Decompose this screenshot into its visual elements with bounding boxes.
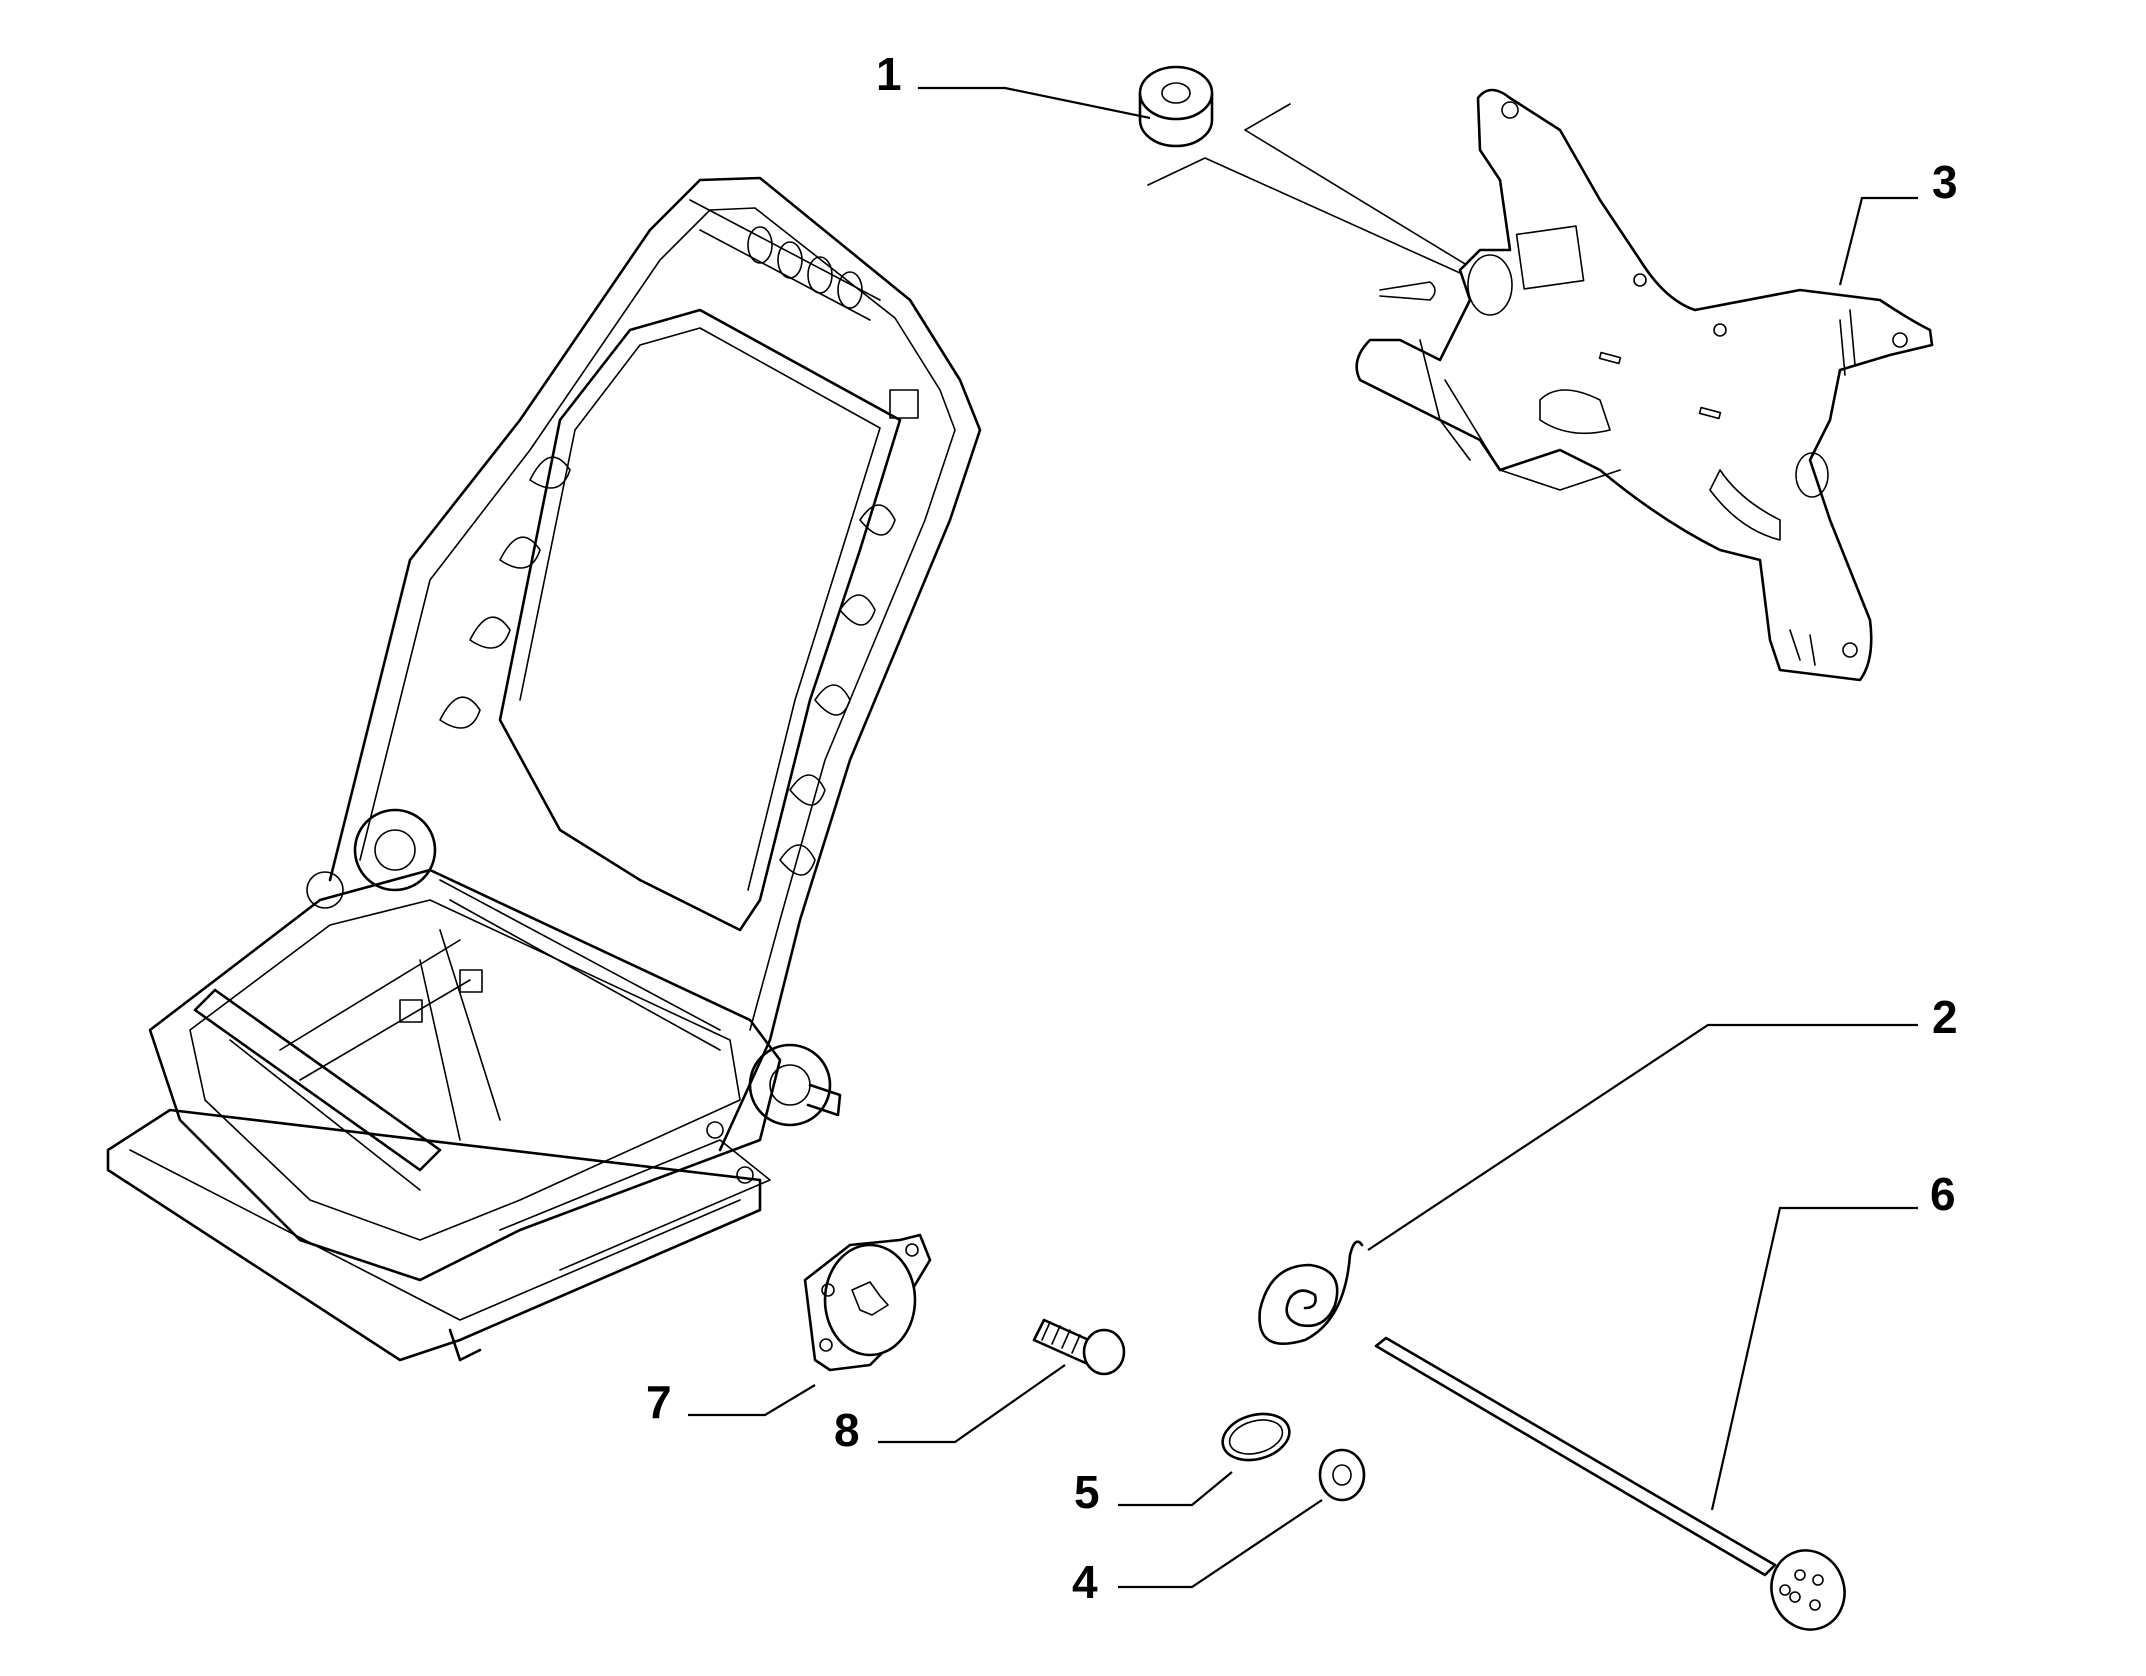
leader-4: [1118, 1499, 1323, 1589]
leader-6: [1710, 1206, 1918, 1511]
callout-7: 7: [646, 1376, 672, 1428]
part-5-retaining-ring: [1221, 1412, 1291, 1462]
callout-4: 4: [1072, 1556, 1098, 1608]
part-6-shaft: [1374, 1336, 1846, 1631]
leader-5: [1118, 1471, 1233, 1507]
seat-frame: [106, 176, 982, 1362]
callout-8: 8: [834, 1404, 860, 1456]
leader-7: [688, 1384, 816, 1417]
callout-1: 1: [876, 48, 902, 100]
callout-2: 2: [1932, 991, 1958, 1043]
part-3-bracket-plate: [1355, 88, 1934, 682]
part-8-bolt: [1032, 1318, 1126, 1376]
callout-3: 3: [1932, 156, 1958, 208]
leader-lines: [688, 86, 1918, 1589]
part-2-spiral-spring: [1258, 1240, 1364, 1345]
callout-labels: 1 2 3 4 5 6 7 8: [646, 48, 1958, 1608]
part-7-recliner-mechanism: [803, 1233, 932, 1372]
callout-6: 6: [1930, 1168, 1956, 1220]
leader-1: [918, 86, 1151, 120]
part-4-washer: [1318, 1448, 1366, 1502]
callout-5: 5: [1074, 1466, 1100, 1518]
part-1-bushing: [1138, 65, 1481, 283]
leader-2: [1367, 1023, 1918, 1251]
leader-8: [878, 1364, 1066, 1444]
leader-3: [1838, 196, 1918, 286]
